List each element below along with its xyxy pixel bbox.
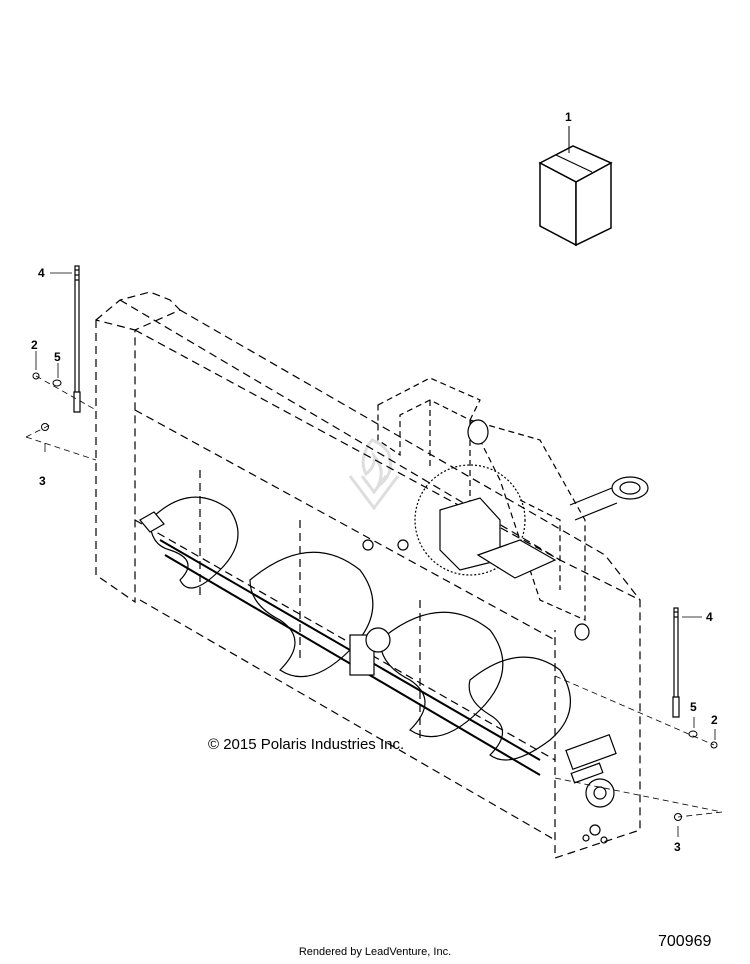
left-callout-lines — [35, 272, 72, 452]
right-rod-part-4 — [672, 607, 680, 718]
left-leaders — [25, 375, 97, 461]
left-rod-part-4 — [73, 265, 81, 413]
callout-part-5-right: 5 — [690, 700, 697, 714]
callout-part-3-left: 3 — [39, 474, 46, 488]
callout-part-2-right: 2 — [711, 713, 718, 727]
callout-part-4-left: 4 — [38, 266, 45, 280]
blower-housing — [95, 291, 649, 859]
footer-credit: Rendered by LeadVenture, Inc. — [298, 946, 452, 958]
right-leaders — [554, 675, 723, 818]
right-callout-lines — [677, 616, 716, 837]
callout-part-4-right: 4 — [706, 610, 713, 624]
callout-part-1: 1 — [565, 110, 572, 124]
diagram-id: 700969 — [658, 933, 712, 950]
callout-part-5-left: 5 — [54, 350, 61, 364]
left-hardware-parts — [32, 372, 62, 431]
part-1-box — [538, 145, 613, 247]
callout-part-2-left: 2 — [31, 338, 38, 352]
callout-part-3-right: 3 — [674, 840, 681, 854]
watermark-logo — [348, 438, 400, 511]
right-hardware-parts — [674, 730, 718, 821]
copyright-text: © 2015 Polaris Industries Inc. — [208, 736, 405, 753]
